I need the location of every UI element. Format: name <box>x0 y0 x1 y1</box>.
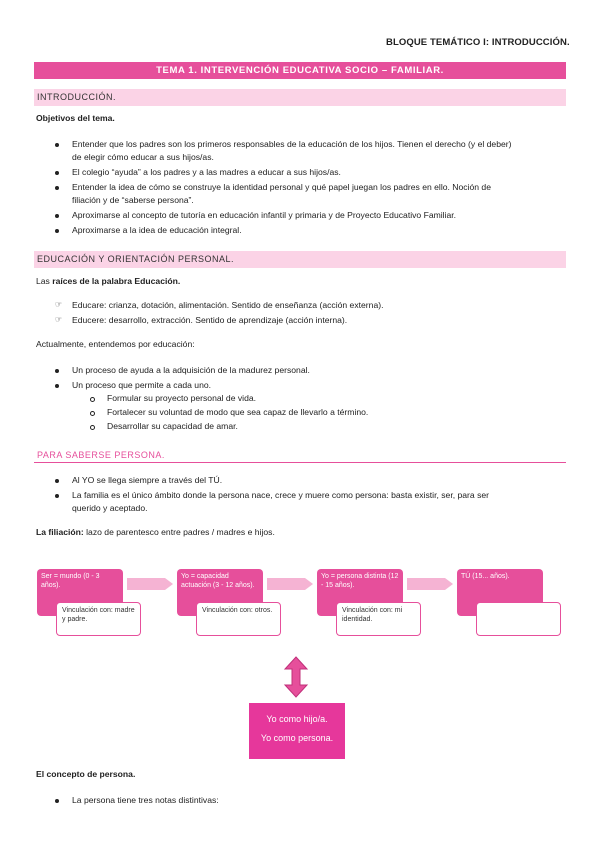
stage-detail: Vinculación con: otros. <box>196 602 281 636</box>
bullet-dot-icon <box>55 214 59 218</box>
section-intro-heading: INTRODUCCIÓN. <box>34 89 566 106</box>
filiation-line: La filiación: lazo de parentesco entre p… <box>36 526 275 539</box>
bullet-dot-icon <box>55 143 59 147</box>
roots-line: Las raíces de la palabra Educación. <box>36 275 180 288</box>
concept-heading: El concepto de persona. <box>36 769 136 779</box>
objective-text: de elegir cómo educar a sus hijos/as. <box>72 152 214 162</box>
double-arrow-icon <box>283 656 309 698</box>
objective-text: Entender la idea de cómo se construye la… <box>72 182 491 192</box>
chevron-arrow-icon <box>407 578 453 590</box>
result-line: Yo como hijo/a. <box>266 714 328 724</box>
result-line: Yo como persona. <box>260 733 334 743</box>
bullet-ring-icon <box>90 425 95 430</box>
roots-bold: raíces de la palabra Educación. <box>52 276 181 286</box>
education-sub-bullet: Fortalecer su voluntad de modo que sea c… <box>107 407 369 417</box>
objectives-label: Objetivos del tema. <box>36 113 115 123</box>
filiation-bold: La filiación: <box>36 527 84 537</box>
bullet-dot-icon <box>55 171 59 175</box>
stage-detail: Vinculación con: madre y padre. <box>56 602 141 636</box>
pointing-hand-icon: ☞ <box>55 315 63 324</box>
objective-text: El colegio “ayuda” a los padres y a las … <box>72 167 341 177</box>
result-box: Yo como hijo/a. Yo como persona. <box>249 703 345 759</box>
objective-text: Aproximarse al concepto de tutoría en ed… <box>72 210 457 220</box>
bullet-dot-icon <box>55 369 59 373</box>
topic-title: TEMA 1. INTERVENCIÓN EDUCATIVA SOCIO – F… <box>34 62 566 79</box>
bullet-dot-icon <box>55 479 59 483</box>
person-bullet: Al YO se llega siempre a través del TÚ. <box>72 475 223 485</box>
bullet-dot-icon <box>55 799 59 803</box>
filiation-text: lazo de parentesco entre padres / madres… <box>83 527 275 537</box>
pointing-hand-icon: ☞ <box>55 300 63 309</box>
bullet-dot-icon <box>55 384 59 388</box>
objective-text: Entender que los padres son los primeros… <box>72 139 512 149</box>
bullet-dot-icon <box>55 186 59 190</box>
stage-detail <box>476 602 561 636</box>
education-bullet: Un proceso de ayuda a la adquisición de … <box>72 365 310 375</box>
root-text: Educare: crianza, dotación, alimentación… <box>72 300 384 310</box>
objective-text: filiación y de “saberse persona”. <box>72 195 194 205</box>
chevron-arrow-icon <box>267 578 313 590</box>
roots-prefix: Las <box>36 276 53 286</box>
person-bullet: La familia es el único ámbito donde la p… <box>72 490 490 500</box>
education-sub-bullet: Desarrollar su capacidad de amar. <box>107 421 238 431</box>
bullet-ring-icon <box>90 397 95 402</box>
stage-detail: Vinculación con: mi identidad. <box>336 602 421 636</box>
education-sub-bullet: Formular su proyecto personal de vida. <box>107 393 257 403</box>
bullet-ring-icon <box>90 411 95 416</box>
concept-bullet: La persona tiene tres notas distintivas: <box>72 795 219 805</box>
currently-text: Actualmente, entendemos por educación: <box>36 339 195 349</box>
bullet-dot-icon <box>55 229 59 233</box>
person-bullet: querido y aceptado. <box>72 503 148 513</box>
chevron-arrow-icon <box>127 578 173 590</box>
education-bullet: Un proceso que permite a cada uno. <box>72 380 212 390</box>
objective-text: Aproximarse a la idea de educación integ… <box>72 225 242 235</box>
root-text: Educere: desarrollo, extracción. Sentido… <box>72 315 348 325</box>
bullet-dot-icon <box>55 494 59 498</box>
block-title: BLOQUE TEMÁTICO I: INTRODUCCIÓN. <box>386 37 570 48</box>
section-education-heading: EDUCACIÓN Y ORIENTACIÓN PERSONAL. <box>34 251 566 268</box>
section-person-heading: PARA SABERSE PERSONA. <box>34 450 566 463</box>
